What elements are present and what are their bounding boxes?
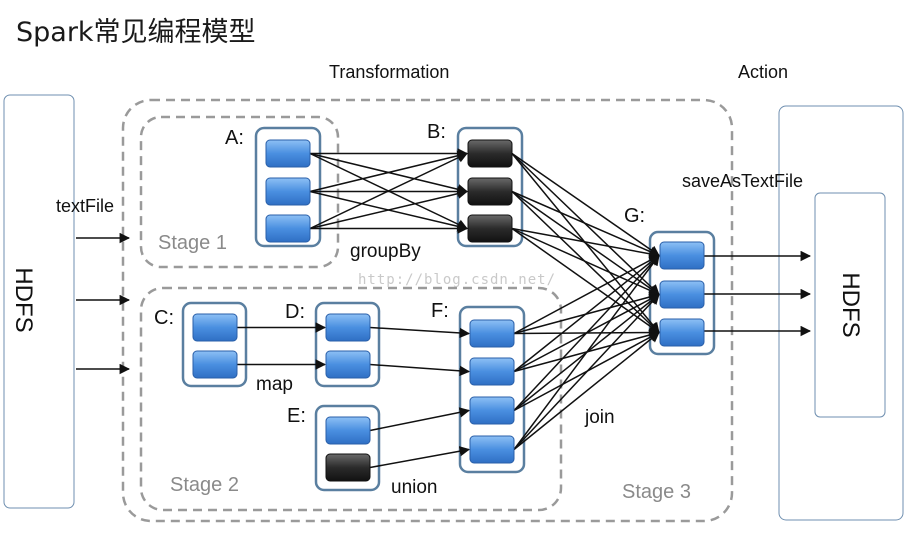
edge-union-e2 bbox=[369, 446, 471, 469]
partition-c-2 bbox=[192, 350, 238, 379]
edge-join-b-2-2 bbox=[511, 190, 660, 296]
stage1-label: Stage 1 bbox=[158, 232, 227, 254]
rdd-f-box bbox=[458, 305, 526, 474]
partition-layer bbox=[192, 139, 705, 482]
partition-d-2 bbox=[325, 350, 371, 379]
op-join-label: join bbox=[585, 407, 615, 428]
partition-f-3 bbox=[469, 396, 515, 425]
partition-a-1 bbox=[265, 139, 311, 168]
partition-e-2 bbox=[325, 453, 371, 482]
edge-join-f-1-1 bbox=[513, 254, 660, 335]
node-b-label: B: bbox=[427, 121, 446, 143]
stage3-border bbox=[121, 98, 734, 523]
edge-union-e1 bbox=[369, 407, 471, 432]
partition-f-2 bbox=[469, 357, 515, 386]
edge-join-b-3-1 bbox=[511, 227, 661, 259]
edge-join-b-3-3 bbox=[511, 227, 660, 334]
edge-groupby-3-1 bbox=[309, 152, 468, 230]
watermark: http://blog.csdn.net/ bbox=[358, 272, 557, 288]
stage3-label: Stage 3 bbox=[622, 481, 691, 503]
op-union-label: union bbox=[391, 477, 438, 498]
textfile-label: textFile bbox=[56, 196, 115, 216]
partition-f-1 bbox=[469, 319, 515, 348]
partition-c-1 bbox=[192, 313, 238, 342]
edge-join-b-2-1 bbox=[511, 190, 660, 257]
edge-join-f-2-1 bbox=[513, 254, 660, 373]
edge-groupby-2-1 bbox=[309, 150, 469, 193]
edge-join-b-1-1 bbox=[511, 152, 660, 257]
node-a-label: A: bbox=[225, 127, 244, 149]
hdfs-left-label: HDFS bbox=[10, 267, 37, 333]
op-groupby-label: groupBy bbox=[350, 241, 421, 262]
hdfs-right-inner-box bbox=[814, 192, 886, 418]
partition-f-4 bbox=[469, 435, 515, 464]
hdfs-left-box bbox=[3, 94, 75, 509]
partition-e-1 bbox=[325, 416, 371, 445]
edge-join-f-4-1 bbox=[513, 254, 660, 450]
partition-g-2 bbox=[659, 280, 705, 309]
hdfs-right-label: HDFS bbox=[837, 272, 864, 338]
partition-a-3 bbox=[265, 214, 311, 243]
op-map-label: map bbox=[256, 374, 293, 395]
edge-layer bbox=[76, 148, 812, 469]
partition-b-3 bbox=[467, 214, 513, 243]
node-c-label: C: bbox=[154, 307, 174, 329]
partition-a-2 bbox=[265, 177, 311, 206]
edge-union-d1 bbox=[369, 326, 471, 339]
edge-groupby-3-2 bbox=[309, 188, 469, 230]
edge-join-f-3-1 bbox=[513, 254, 660, 412]
edge-union-d2 bbox=[369, 363, 471, 377]
node-e-label: E: bbox=[287, 405, 306, 427]
partition-b-1 bbox=[467, 139, 513, 168]
node-d-label: D: bbox=[285, 301, 305, 323]
partition-b-2 bbox=[467, 177, 513, 206]
edge-join-f-4-3 bbox=[513, 331, 660, 451]
node-g-label: G: bbox=[624, 205, 646, 227]
action-header: Action bbox=[738, 62, 789, 82]
stage2-label: Stage 2 bbox=[170, 474, 239, 496]
node-f-label: F: bbox=[431, 300, 449, 322]
edge-join-f-4-2 bbox=[513, 293, 660, 451]
save-as-text-file-label: saveAsTextFile bbox=[682, 171, 804, 191]
partition-g-1 bbox=[659, 241, 705, 270]
partition-g-3 bbox=[659, 318, 705, 347]
edge-join-b-3-2 bbox=[511, 227, 660, 296]
page-title: Spark常见编程模型 bbox=[16, 17, 256, 48]
partition-d-1 bbox=[325, 313, 371, 342]
transformation-header: Transformation bbox=[329, 62, 450, 82]
